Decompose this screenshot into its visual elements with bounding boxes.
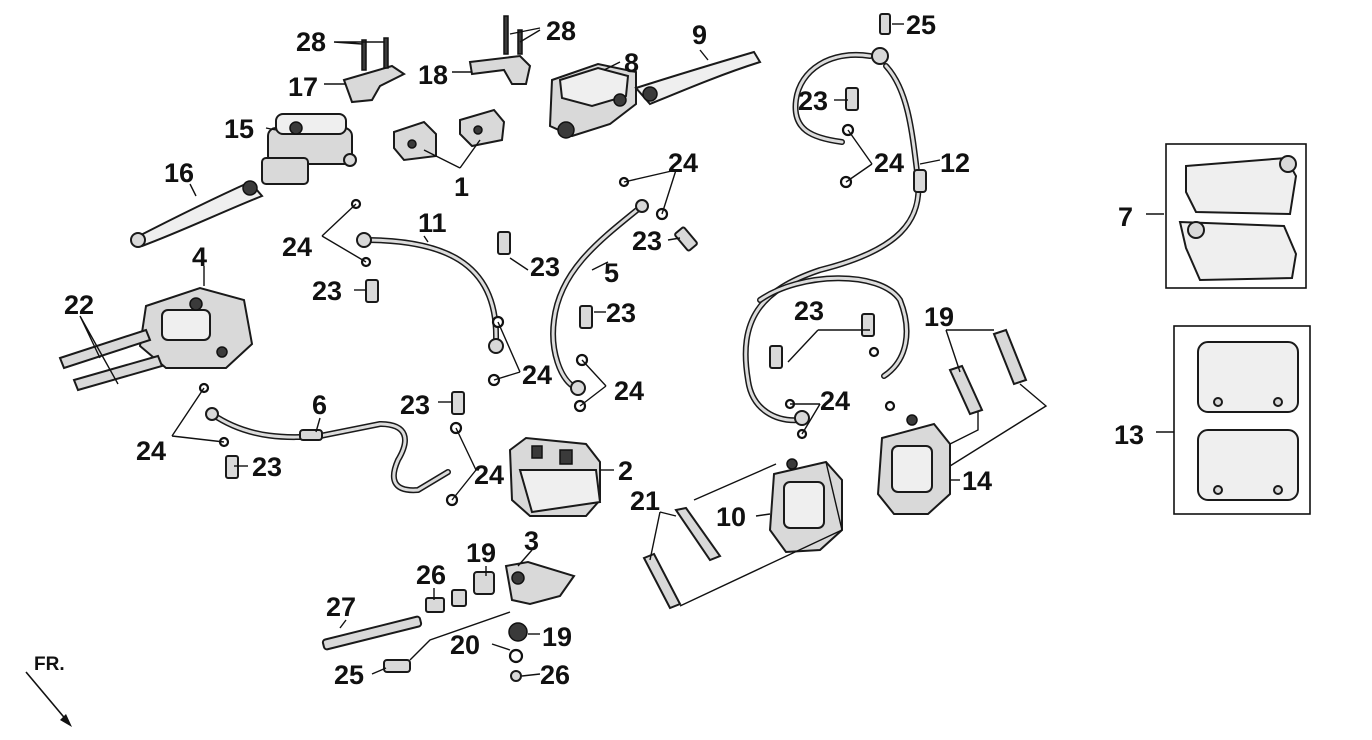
callout-26: 26: [416, 560, 446, 590]
callout-18: 18: [418, 60, 448, 90]
callout-19: 19: [466, 538, 496, 568]
right-clamp-bracket: [468, 15, 532, 85]
callout-17: 17: [288, 72, 318, 102]
right-master-cylinder: [548, 62, 637, 139]
abs-modulator-unit: [508, 436, 602, 517]
caliper-bolts-22: [58, 328, 164, 392]
callout-8: 8: [624, 48, 639, 78]
callout-24: 24: [820, 386, 850, 416]
callout-24: 24: [136, 436, 166, 466]
callout-23: 23: [606, 298, 636, 328]
callout-23: 23: [252, 452, 282, 482]
left-master-cylinder: [261, 113, 357, 185]
rear-master-cylinder-3: [321, 560, 576, 682]
callout-23: 23: [312, 276, 342, 306]
left-brake-lever: [130, 180, 264, 248]
brake-hose-6: [205, 407, 451, 494]
left-clamp-bracket: [342, 37, 406, 104]
callout-25: 25: [334, 660, 364, 690]
front-direction-indicator: FR.: [25, 654, 72, 727]
callout-23: 23: [798, 86, 828, 116]
brake-pads-7-box: [1165, 143, 1307, 289]
callout-1: 1: [454, 172, 469, 202]
caliper-bolts-21: [642, 506, 722, 610]
callout-12: 12: [940, 148, 970, 178]
callout-27: 27: [326, 592, 356, 622]
callout-16: 16: [164, 158, 194, 188]
callout-7: 7: [1118, 202, 1133, 232]
callout-11: 11: [418, 208, 447, 238]
callout-2: 2: [618, 456, 633, 486]
front-direction-label: FR.: [34, 654, 65, 675]
callout-5: 5: [604, 258, 619, 288]
callout-22: 22: [64, 290, 94, 320]
callout-labels: 28 17 18 28 8 9 25 23 24 12 15 16 1 24 2…: [64, 10, 1144, 690]
callout-28: 28: [296, 27, 326, 57]
callout-14: 14: [962, 466, 992, 496]
callout-25: 25: [906, 10, 936, 40]
callout-10: 10: [716, 502, 746, 532]
callout-13: 13: [1114, 420, 1144, 450]
callout-15: 15: [224, 114, 254, 144]
arrowhead-icon: [60, 714, 72, 727]
callout-23: 23: [400, 390, 430, 420]
callout-28: 28: [546, 16, 576, 46]
callout-4: 4: [192, 242, 207, 272]
callout-24: 24: [282, 232, 312, 262]
callout-26: 26: [540, 660, 570, 690]
callout-19: 19: [924, 302, 954, 332]
right-brake-lever: [634, 50, 762, 106]
callout-24: 24: [614, 376, 644, 406]
caliper-10: [768, 458, 843, 554]
callout-23: 23: [794, 296, 824, 326]
callout-24: 24: [874, 148, 904, 178]
caliper-14: [876, 414, 951, 515]
callout-19: 19: [542, 622, 572, 652]
brake-hose-11: [356, 232, 504, 354]
callout-9: 9: [692, 20, 707, 50]
callout-21: 21: [630, 486, 660, 516]
caliper-bolts-19: [948, 328, 1028, 416]
callout-23: 23: [530, 252, 560, 282]
callout-24: 24: [474, 460, 504, 490]
brake-hose-5: [550, 199, 649, 396]
leader-lines: [79, 23, 1174, 677]
brake-hose-12: [742, 47, 927, 426]
brake-light-switches: [393, 108, 506, 162]
callout-23: 23: [632, 226, 662, 256]
callout-3: 3: [524, 526, 539, 556]
callout-6: 6: [312, 390, 327, 420]
brake-pads-13-box: [1173, 325, 1311, 515]
callout-24: 24: [668, 148, 698, 178]
callout-20: 20: [450, 630, 480, 660]
caliper-4: [138, 286, 254, 369]
direction-arrow-icon: [25, 671, 69, 723]
callout-24: 24: [522, 360, 552, 390]
